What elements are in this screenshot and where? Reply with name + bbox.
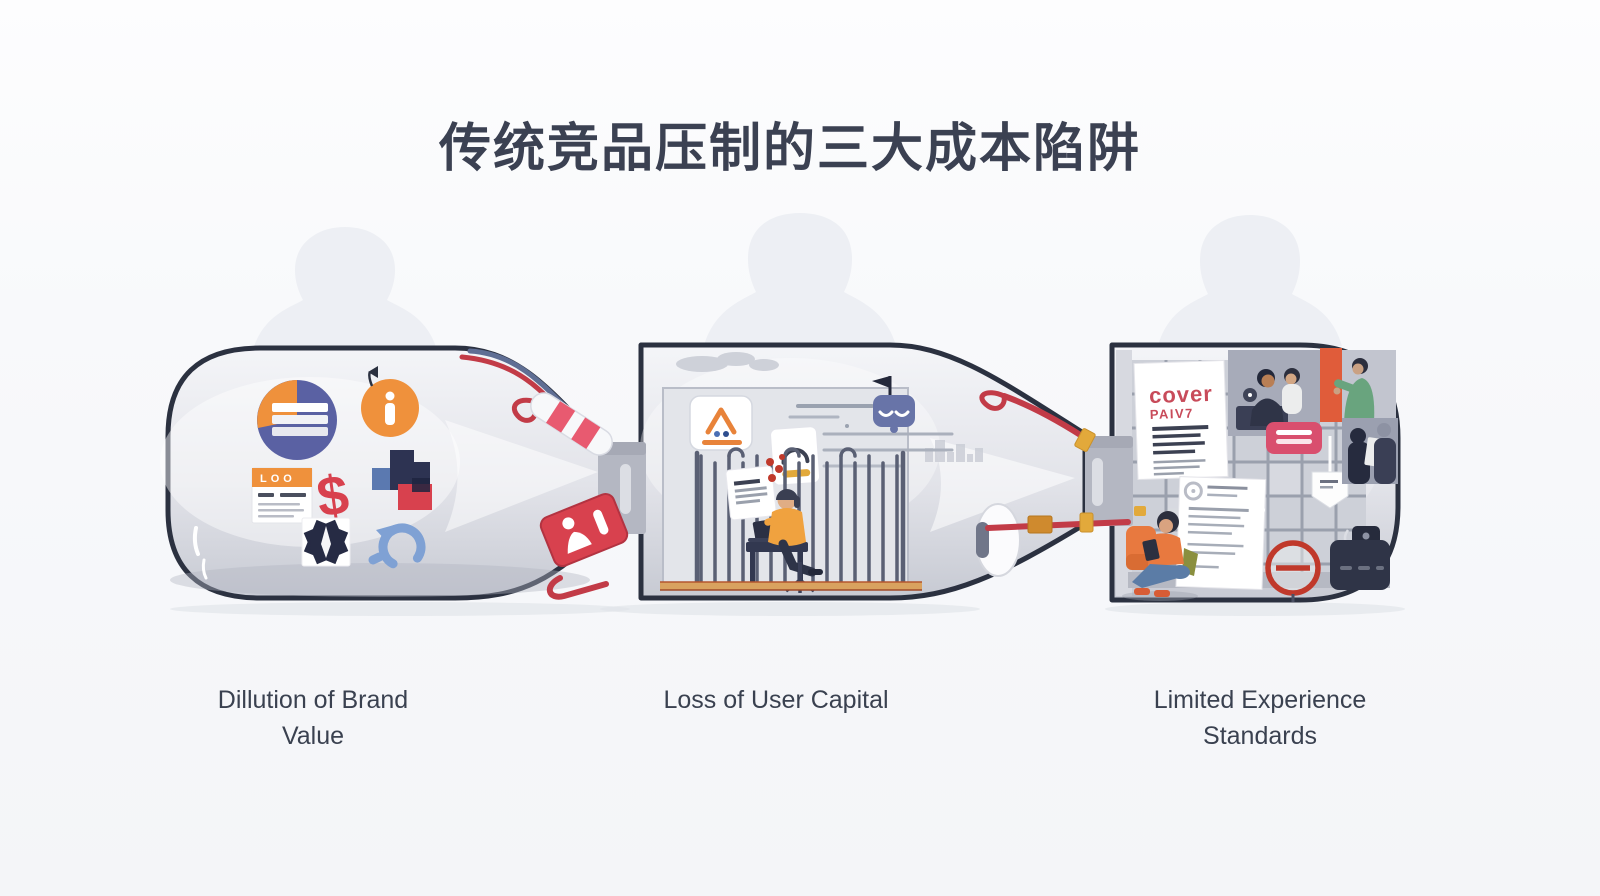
green-person-figure	[1333, 358, 1375, 422]
puzzle-blocks-icon	[372, 450, 432, 510]
undo-arrow-icon	[368, 523, 426, 571]
cloud-silhouette	[676, 352, 779, 372]
cover-subtitle-text: PAIV7	[1150, 406, 1195, 423]
reading-person-figure	[1122, 506, 1198, 601]
info-icon	[361, 366, 419, 437]
bottle-user-capital	[638, 342, 1088, 601]
message-box-icon	[1266, 422, 1322, 454]
browser-header-text: LOO	[260, 473, 296, 485]
caption-user-capital: Loss of User Capital	[663, 686, 889, 714]
flag-icon	[872, 376, 892, 396]
cover-document: cover PAIV7	[1133, 359, 1229, 481]
tag-note-icon	[1311, 436, 1349, 509]
yellow-buckle	[1079, 512, 1094, 533]
yellow-note	[1134, 506, 1146, 516]
red-strap-bottom	[985, 519, 1131, 531]
caption-brand-value: Dillution of Brand Value	[217, 686, 409, 750]
exit-figure	[567, 531, 592, 554]
candy-stripe-stick	[530, 392, 613, 456]
glass-tick	[192, 526, 200, 556]
ads-card-icon	[689, 395, 753, 451]
console-icon	[1330, 526, 1390, 590]
cage-room	[660, 352, 983, 593]
legs	[778, 539, 817, 577]
no-entry-icon	[1265, 540, 1321, 602]
bottle-experience-standards: cover PAIV7	[1109, 342, 1401, 603]
document-berries-icon	[725, 465, 777, 521]
caged-worker-figure	[746, 489, 823, 593]
illustration: LOO $	[160, 213, 1405, 616]
tablet-icon	[1142, 539, 1160, 561]
cover-title-text: cover	[1149, 381, 1214, 408]
yellow-buckle	[1074, 428, 1096, 452]
ghost-silhouette-2	[704, 213, 896, 346]
red-strap-top	[1001, 393, 1085, 439]
berries	[766, 454, 785, 482]
glass-reflection	[445, 420, 598, 532]
inner-shade	[170, 563, 590, 597]
cursor-arrow-icon	[368, 366, 378, 378]
red-exit-tag	[539, 492, 629, 568]
ground-shadows	[170, 602, 1405, 616]
bottle-brand-value: LOO $	[160, 345, 610, 601]
orange-pillar	[1320, 348, 1342, 422]
browser-window-icon: LOO	[251, 467, 313, 524]
pair-photo	[1342, 418, 1398, 484]
red-cord-hook	[547, 575, 609, 600]
connector-cylinder-2	[1085, 436, 1133, 526]
marker-icon	[321, 526, 331, 558]
red-strap-curl	[979, 390, 1007, 411]
chat-bubble-icon	[873, 395, 915, 433]
checklist-document	[1175, 476, 1267, 591]
ghost-silhouette-3	[1158, 215, 1342, 346]
hair	[776, 489, 798, 500]
glass-tick	[201, 558, 208, 580]
page-title: 传统竞品压制的三大成本陷阱	[438, 120, 1141, 178]
cage-bars	[694, 447, 906, 587]
cage-floor	[660, 581, 922, 591]
ghost-silhouette-1	[253, 227, 437, 350]
header-text-lines	[788, 404, 874, 419]
bottle-plug	[975, 503, 1021, 577]
bottle2-straps	[979, 390, 1131, 534]
glass-reflection	[930, 438, 1075, 532]
caption-experience-standards: Limited Experience Standards	[1153, 686, 1367, 750]
orange-clamp	[1027, 515, 1053, 534]
pie-chart-icon	[257, 380, 337, 460]
ink-burst-badge-icon	[301, 517, 351, 567]
bottle1-decorations	[459, 348, 629, 600]
